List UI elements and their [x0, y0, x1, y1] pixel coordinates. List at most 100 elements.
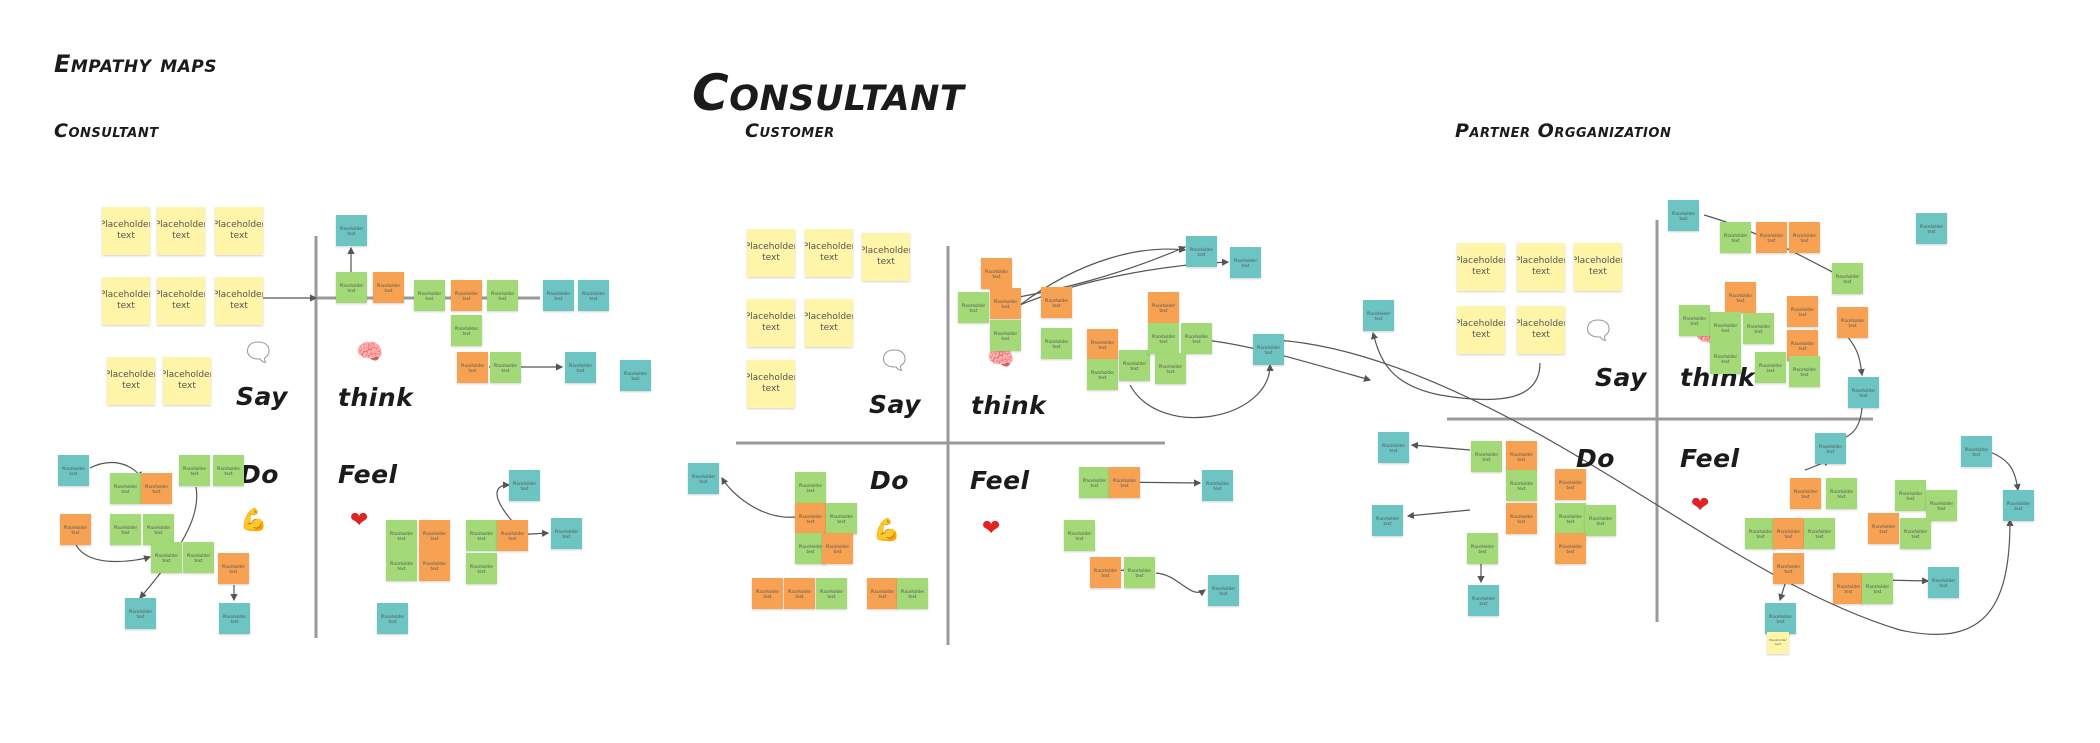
feel-sticky-note[interactable]: Placeholder text: [386, 520, 417, 551]
think-sticky-note[interactable]: Placeholder text: [1789, 356, 1820, 387]
do-sticky-note[interactable]: Placeholder text: [1506, 470, 1537, 501]
think-sticky-note[interactable]: Placeholder text: [981, 258, 1012, 289]
say-sticky-note[interactable]: Placeholder text: [1457, 243, 1505, 291]
do-sticky-note[interactable]: Placeholder text: [141, 473, 172, 504]
think-sticky-note[interactable]: Placeholder text: [1230, 247, 1261, 278]
feel-sticky-note[interactable]: Placeholder text: [1804, 518, 1835, 549]
do-sticky-note[interactable]: Placeholder text: [897, 578, 928, 609]
say-sticky-note[interactable]: Placeholder text: [163, 357, 211, 405]
think-sticky-note[interactable]: Placeholder text: [620, 360, 651, 391]
think-sticky-note[interactable]: Placeholder text: [414, 280, 445, 311]
think-sticky-note[interactable]: Placeholder text: [1710, 312, 1741, 343]
do-sticky-note[interactable]: Placeholder text: [1506, 503, 1537, 534]
think-sticky-note[interactable]: Placeholder text: [1756, 222, 1787, 253]
say-sticky-note[interactable]: Placeholder text: [1517, 243, 1565, 291]
think-sticky-note[interactable]: Placeholder text: [543, 280, 574, 311]
think-sticky-note[interactable]: Placeholder text: [1087, 329, 1118, 360]
do-sticky-note[interactable]: Placeholder text: [183, 542, 214, 573]
do-sticky-note[interactable]: Placeholder text: [752, 578, 783, 609]
think-sticky-note[interactable]: Placeholder text: [490, 352, 521, 383]
say-sticky-note[interactable]: Placeholder text: [157, 207, 205, 255]
do-sticky-note[interactable]: Placeholder text: [125, 598, 156, 629]
think-sticky-note[interactable]: Placeholder text: [1253, 334, 1284, 365]
feel-sticky-note[interactable]: Placeholder text: [1833, 573, 1864, 604]
think-sticky-note[interactable]: Placeholder text: [1725, 282, 1756, 313]
think-sticky-note[interactable]: Placeholder text: [1155, 353, 1186, 384]
do-sticky-note[interactable]: Placeholder text: [151, 542, 182, 573]
feel-sticky-note[interactable]: Placeholder text: [1773, 518, 1804, 549]
think-sticky-note[interactable]: Placeholder text: [1848, 377, 1879, 408]
do-sticky-note[interactable]: Placeholder text: [1555, 469, 1586, 500]
do-sticky-note[interactable]: Placeholder text: [110, 514, 141, 545]
feel-sticky-note[interactable]: Placeholder text: [386, 550, 417, 581]
say-sticky-note[interactable]: Placeholder text: [1574, 243, 1622, 291]
think-sticky-note[interactable]: Placeholder text: [1710, 343, 1741, 374]
think-sticky-note[interactable]: Placeholder text: [451, 280, 482, 311]
do-sticky-note[interactable]: Placeholder text: [795, 533, 826, 564]
feel-sticky-note[interactable]: Placeholder text: [1928, 567, 1959, 598]
think-sticky-note[interactable]: Placeholder text: [990, 288, 1021, 319]
say-sticky-note[interactable]: Placeholder text: [102, 207, 150, 255]
feel-sticky-note[interactable]: Placeholder text: [466, 553, 497, 584]
think-sticky-note[interactable]: Placeholder text: [1041, 328, 1072, 359]
think-sticky-note[interactable]: Placeholder text: [1087, 359, 1118, 390]
think-sticky-note[interactable]: Placeholder text: [1041, 287, 1072, 318]
think-sticky-note[interactable]: Placeholder text: [958, 292, 989, 323]
feel-sticky-note[interactable]: Placeholder text: [1745, 518, 1776, 549]
feel-sticky-note[interactable]: Placeholder text: [1124, 557, 1155, 588]
say-sticky-note[interactable]: Placeholder text: [747, 299, 795, 347]
think-sticky-note[interactable]: Placeholder text: [1755, 352, 1786, 383]
say-sticky-note[interactable]: Placeholder text: [805, 299, 853, 347]
do-sticky-note[interactable]: Placeholder text: [1363, 300, 1394, 331]
think-sticky-note[interactable]: Placeholder text: [336, 272, 367, 303]
feel-sticky-note[interactable]: Placeholder text: [466, 520, 497, 551]
feel-sticky-note[interactable]: Placeholder text: [1767, 632, 1789, 654]
say-sticky-note[interactable]: Placeholder text: [215, 277, 263, 325]
do-sticky-note[interactable]: Placeholder text: [1378, 432, 1409, 463]
do-sticky-note[interactable]: Placeholder text: [60, 514, 91, 545]
do-sticky-note[interactable]: Placeholder text: [822, 533, 853, 564]
think-sticky-note[interactable]: Placeholder text: [1148, 292, 1179, 323]
think-sticky-note[interactable]: Placeholder text: [1668, 200, 1699, 231]
do-sticky-note[interactable]: Placeholder text: [795, 503, 826, 534]
think-sticky-note[interactable]: Placeholder text: [336, 215, 367, 246]
do-sticky-note[interactable]: Placeholder text: [867, 578, 898, 609]
think-sticky-note[interactable]: Placeholder text: [1743, 313, 1774, 344]
feel-sticky-note[interactable]: Placeholder text: [419, 550, 450, 581]
say-sticky-note[interactable]: Placeholder text: [102, 277, 150, 325]
feel-sticky-note[interactable]: Placeholder text: [1961, 436, 1992, 467]
do-sticky-note[interactable]: Placeholder text: [143, 514, 174, 545]
feel-sticky-note[interactable]: Placeholder text: [551, 518, 582, 549]
think-sticky-note[interactable]: Placeholder text: [1720, 222, 1751, 253]
think-sticky-note[interactable]: Placeholder text: [1148, 323, 1179, 354]
feel-sticky-note[interactable]: Placeholder text: [1079, 467, 1110, 498]
feel-sticky-note[interactable]: Placeholder text: [377, 603, 408, 634]
feel-sticky-note[interactable]: Placeholder text: [1900, 518, 1931, 549]
think-sticky-note[interactable]: Placeholder text: [1181, 323, 1212, 354]
do-sticky-note[interactable]: Placeholder text: [1555, 503, 1586, 534]
think-sticky-note[interactable]: Placeholder text: [1787, 296, 1818, 327]
say-sticky-note[interactable]: Placeholder text: [747, 360, 795, 408]
do-sticky-note[interactable]: Placeholder text: [213, 455, 244, 486]
say-sticky-note[interactable]: Placeholder text: [1517, 306, 1565, 354]
feel-sticky-note[interactable]: Placeholder text: [509, 470, 540, 501]
think-sticky-note[interactable]: Placeholder text: [578, 280, 609, 311]
feel-sticky-note[interactable]: Placeholder text: [497, 520, 528, 551]
think-sticky-note[interactable]: Placeholder text: [1837, 307, 1868, 338]
do-sticky-note[interactable]: Placeholder text: [58, 455, 89, 486]
do-sticky-note[interactable]: Placeholder text: [784, 578, 815, 609]
feel-sticky-note[interactable]: Placeholder text: [419, 520, 450, 551]
say-sticky-note[interactable]: Placeholder text: [805, 229, 853, 277]
do-sticky-note[interactable]: Placeholder text: [826, 503, 857, 534]
think-sticky-note[interactable]: Placeholder text: [990, 320, 1021, 351]
say-sticky-note[interactable]: Placeholder text: [1457, 306, 1505, 354]
do-sticky-note[interactable]: Placeholder text: [219, 603, 250, 634]
do-sticky-note[interactable]: Placeholder text: [1585, 505, 1616, 536]
feel-sticky-note[interactable]: Placeholder text: [1862, 573, 1893, 604]
think-sticky-note[interactable]: Placeholder text: [451, 315, 482, 346]
think-sticky-note[interactable]: Placeholder text: [1832, 263, 1863, 294]
think-sticky-note[interactable]: Placeholder text: [487, 280, 518, 311]
feel-sticky-note[interactable]: Placeholder text: [1208, 575, 1239, 606]
feel-sticky-note[interactable]: Placeholder text: [1826, 478, 1857, 509]
